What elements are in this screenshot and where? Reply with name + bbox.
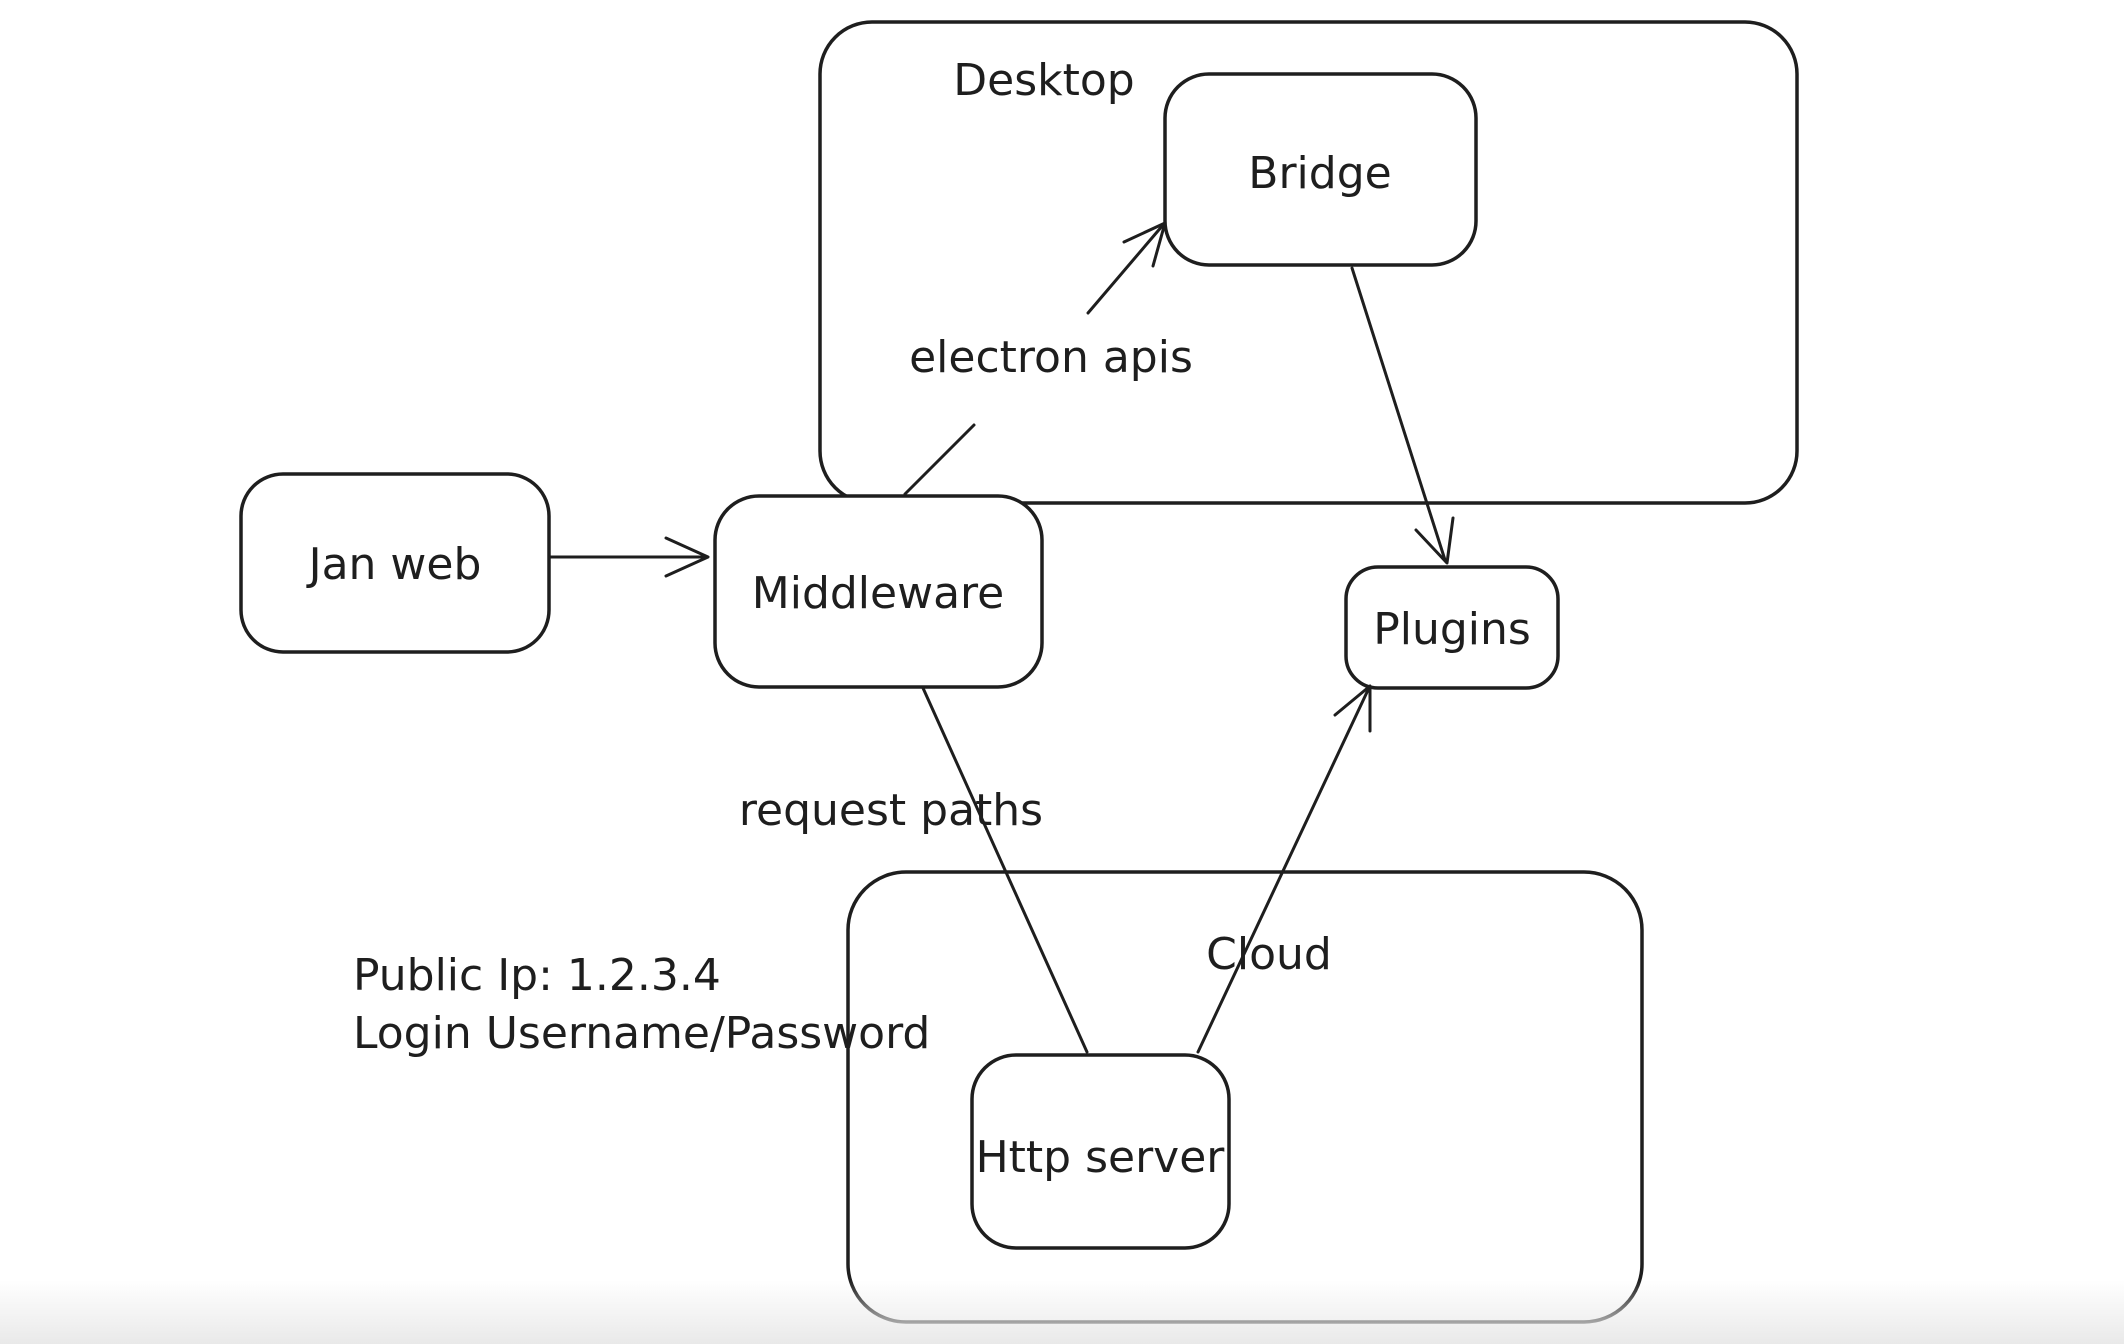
edge-middleware-to-bridge-line-upper[interactable] xyxy=(1086,223,1165,315)
arrowhead-into-middleware xyxy=(664,536,710,578)
edge-http-server-to-plugins-line[interactable] xyxy=(1196,688,1370,1054)
bridge-label: Bridge xyxy=(1248,148,1391,199)
annotation-login[interactable]: Login Username/Password xyxy=(353,1008,930,1059)
edge-middleware-to-http-server[interactable] xyxy=(921,686,1089,1054)
edge-jan-web-to-middleware[interactable] xyxy=(547,536,710,578)
middleware-box[interactable] xyxy=(713,494,1044,689)
jan-web-box[interactable] xyxy=(239,472,551,654)
annotation-public-ip[interactable]: Public Ip: 1.2.3.4 xyxy=(353,950,721,1001)
node-plugins[interactable] xyxy=(1344,565,1560,690)
edge-label-electron-apis[interactable]: electron apis xyxy=(909,332,1193,383)
jan-web-label: Jan web xyxy=(306,539,482,590)
desktop-container-box[interactable] xyxy=(818,20,1799,505)
plugins-box[interactable] xyxy=(1344,565,1560,690)
middleware-label: Middleware xyxy=(752,568,1004,619)
http-server-box[interactable] xyxy=(970,1053,1231,1250)
bridge-box[interactable] xyxy=(1163,72,1478,267)
edge-bridge-to-plugins-line[interactable] xyxy=(1350,266,1447,562)
arrowhead-into-plugins-bottom xyxy=(1333,684,1372,733)
node-bridge[interactable] xyxy=(1163,72,1478,267)
edge-middleware-to-http-server-line[interactable] xyxy=(921,686,1089,1054)
edge-label-request-paths[interactable]: request paths xyxy=(739,785,1043,836)
node-jan-web[interactable] xyxy=(239,472,551,654)
node-middleware[interactable] xyxy=(713,494,1044,689)
plugins-label: Plugins xyxy=(1373,604,1531,655)
edge-bridge-to-plugins[interactable] xyxy=(1350,266,1455,565)
edge-http-server-to-plugins[interactable] xyxy=(1196,684,1372,1054)
edge-middleware-to-bridge[interactable] xyxy=(903,221,1167,496)
node-http-server[interactable] xyxy=(970,1053,1231,1250)
cloud-container-label[interactable]: Cloud xyxy=(1206,929,1332,980)
desktop-container-label[interactable]: Desktop xyxy=(953,55,1134,106)
http-server-label: Http server xyxy=(976,1132,1226,1183)
arrowhead-into-bridge xyxy=(1122,221,1167,268)
edge-middleware-to-bridge-line-lower[interactable] xyxy=(903,423,976,496)
arrowhead-into-plugins-top xyxy=(1414,516,1455,565)
desktop-container[interactable] xyxy=(818,20,1799,505)
